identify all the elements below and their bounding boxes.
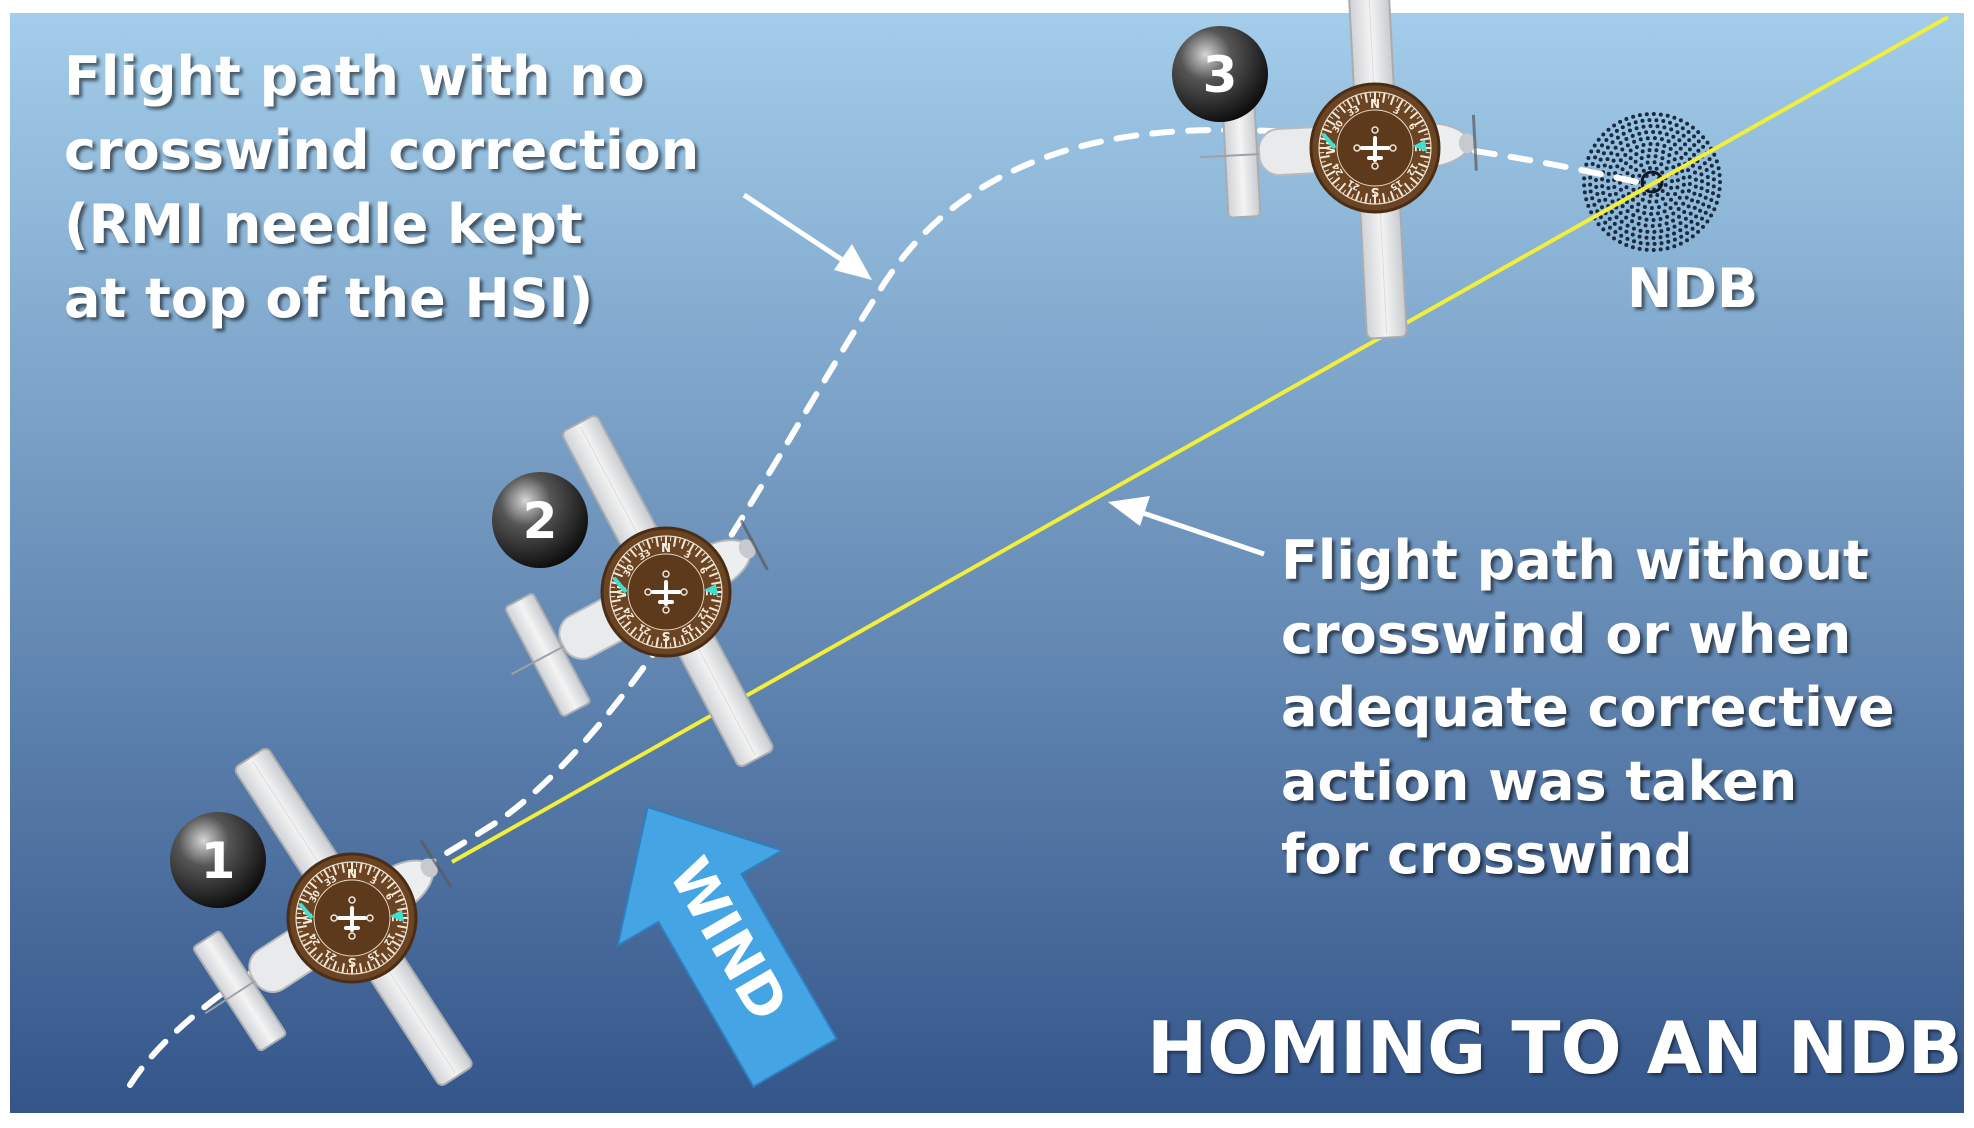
hsi-compass-icon bbox=[286, 852, 418, 984]
label-line: Flight path without bbox=[1281, 529, 1869, 592]
label-with-correction: Flight path without crosswind or when ad… bbox=[1281, 534, 1895, 902]
callout-arrow-no-correction bbox=[742, 192, 872, 280]
marker-number-1: 1 bbox=[201, 832, 236, 890]
marker-number-3: 3 bbox=[1203, 46, 1238, 104]
ndb-beacon-icon bbox=[1582, 112, 1722, 252]
label-line: crosswind correction bbox=[64, 119, 700, 182]
position-marker-3: 3 bbox=[1172, 26, 1268, 122]
position-marker-1: 1 bbox=[170, 812, 266, 908]
direct-track-line bbox=[451, 15, 1949, 864]
label-line: Flight path with no bbox=[64, 45, 645, 108]
label-line: for crosswind bbox=[1281, 823, 1693, 886]
label-line: action was taken bbox=[1281, 749, 1798, 813]
label-line: adequate corrective bbox=[1281, 676, 1895, 739]
hsi-compass-icon bbox=[1309, 82, 1441, 214]
label-line: (RMI needle kept bbox=[64, 193, 583, 256]
label-no-correction: Flight path with no crosswind correction… bbox=[64, 50, 699, 346]
marker-number-2: 2 bbox=[523, 492, 558, 550]
position-marker-2: 2 bbox=[492, 472, 588, 568]
label-line: at top of the HSI) bbox=[64, 267, 594, 330]
ndb-label: NDB bbox=[1627, 257, 1759, 320]
callout-arrow-direct-track bbox=[1108, 496, 1265, 557]
label-line: crosswind or when bbox=[1281, 602, 1852, 666]
hsi-compass-icon bbox=[600, 526, 732, 658]
diagram-title: HOMING TO AN NDB bbox=[1147, 1006, 1963, 1090]
